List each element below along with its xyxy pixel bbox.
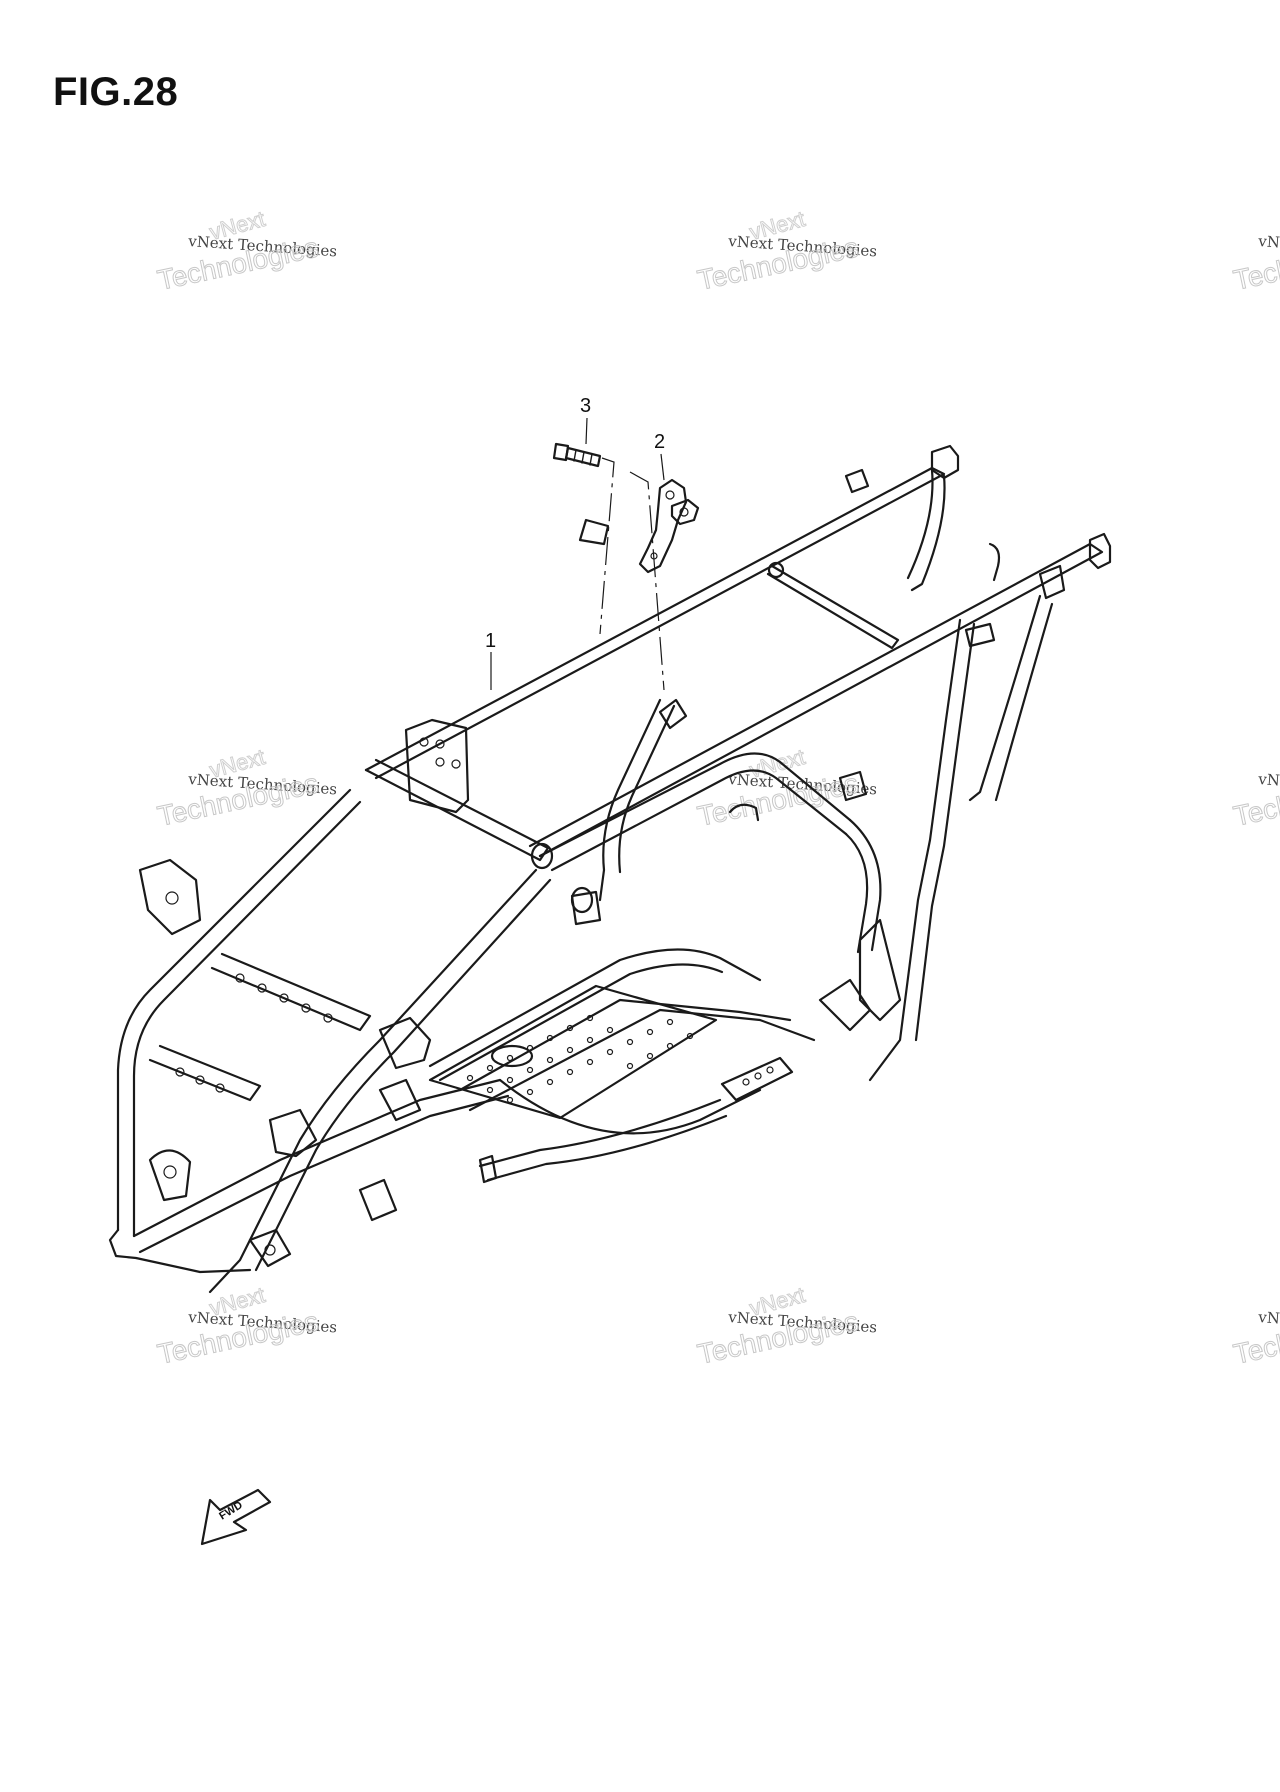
- watermark-5: vNext vNext Technologies Technologies: [154, 1282, 337, 1371]
- watermark-3: vNext vNext Technologies Technologies: [154, 744, 337, 833]
- assembly-leaders: [599, 457, 665, 691]
- callout-1: 1: [485, 630, 496, 690]
- floor-plate-holes: [466, 1014, 694, 1104]
- frame-part: [108, 444, 1112, 1294]
- fwd-arrow: FWD: [200, 1488, 272, 1546]
- svg-text:2: 2: [654, 431, 665, 453]
- svg-text:3: 3: [580, 395, 591, 417]
- watermark-edge-3: vNext Technologies Technologies: [1230, 1305, 1280, 1370]
- watermark-2: vNext vNext Technologies Technologies: [694, 206, 877, 297]
- watermark-group: vNext vNext Technologies Technologies vN…: [154, 206, 1280, 1371]
- callout-3: 3: [580, 395, 591, 445]
- callout-2: 2: [654, 431, 665, 481]
- svg-text:1: 1: [485, 630, 496, 652]
- bracket-part: [638, 478, 700, 574]
- watermark-edge-1: vNext Technologies Technologies: [1230, 231, 1280, 296]
- bolt-part: [552, 442, 602, 468]
- figure-title: FIG.28: [53, 70, 179, 114]
- watermark-6: vNext vNext Technologies Technologies: [694, 1282, 877, 1371]
- watermark-edge-2: vNext Technologies Technologies: [1230, 767, 1280, 832]
- watermark-1: vNext vNext Technologies Technologies: [154, 206, 337, 297]
